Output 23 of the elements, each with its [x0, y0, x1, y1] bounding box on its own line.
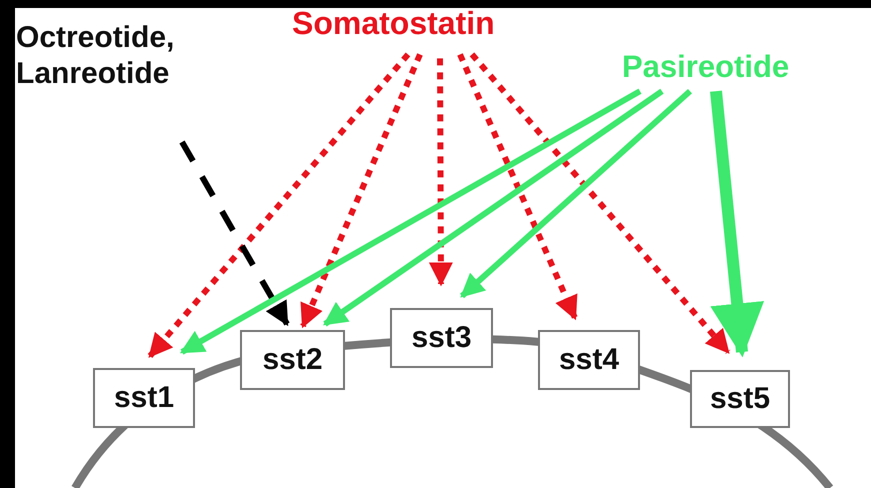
- receptor-label: sst2: [262, 343, 323, 377]
- arrow: [470, 52, 730, 354]
- arrow: [457, 53, 578, 320]
- receptor-label: sst5: [710, 382, 770, 416]
- arrow: [300, 53, 423, 328]
- receptor-box: [390, 308, 493, 368]
- arrow: [148, 52, 410, 358]
- arrow: [428, 58, 453, 286]
- receptor-box: [240, 330, 345, 390]
- arrow: [179, 140, 290, 326]
- arrow: [323, 88, 664, 326]
- ligand-label: Somatostatin: [292, 4, 495, 42]
- ligand-label: Pasireotide: [622, 48, 790, 86]
- receptor-box: [93, 368, 195, 428]
- arrow: [460, 88, 692, 298]
- receptor-box: [538, 330, 640, 390]
- arrow: [710, 90, 764, 358]
- receptor-label: sst3: [411, 321, 472, 355]
- receptor-label: sst1: [114, 381, 174, 415]
- receptor-label: sst4: [558, 343, 620, 377]
- receptor-box: [690, 370, 790, 428]
- arrow: [180, 88, 642, 355]
- ligand-label: Octreotide, Lanreotide: [16, 20, 176, 92]
